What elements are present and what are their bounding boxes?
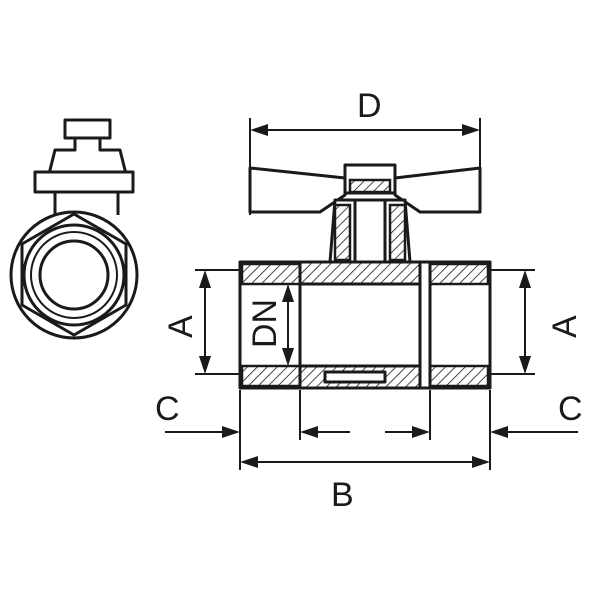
label-c-left: C — [155, 390, 180, 428]
label-c-right: C — [558, 390, 583, 428]
label-a-right: A — [546, 315, 584, 338]
label-dn: DN — [246, 299, 284, 348]
section-view — [238, 163, 492, 390]
label-d: D — [357, 87, 382, 125]
end-view — [9, 118, 139, 340]
dimension-lines — [165, 118, 578, 470]
label-a-left: A — [162, 315, 200, 338]
label-b: B — [331, 476, 354, 514]
